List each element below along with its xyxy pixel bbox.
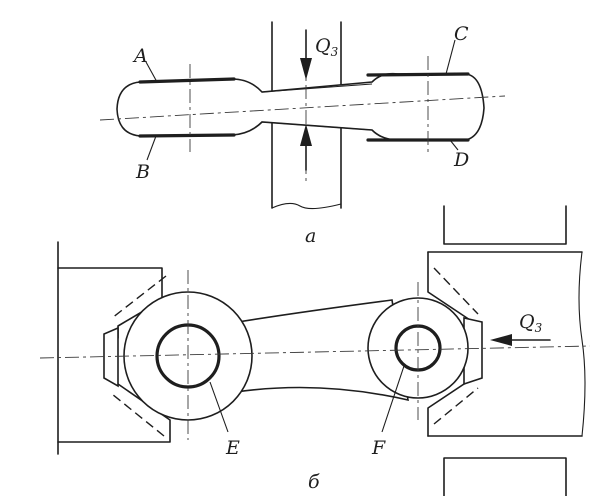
- point-label-c: C: [454, 23, 469, 45]
- link-arm: [235, 299, 409, 402]
- right-boss: [367, 297, 483, 399]
- leaders-b: [209, 365, 405, 433]
- force-arrows-a: [300, 29, 312, 171]
- force-arrow-b: [490, 334, 551, 346]
- force-label-b: Q3: [519, 311, 543, 335]
- right-grip-block: [427, 205, 586, 496]
- specimen-bar: [116, 72, 485, 142]
- center-lines-b: [39, 270, 591, 440]
- force-label-a: Q3: [315, 35, 339, 59]
- caption-b: б: [308, 471, 320, 493]
- caption-a: a: [305, 225, 316, 247]
- figure-b: Q3 E F б: [39, 205, 591, 496]
- figure-a: Q3 A B C D a: [99, 21, 506, 247]
- point-label-b: B: [135, 161, 150, 183]
- point-label-e: E: [225, 437, 240, 459]
- point-label-a: A: [132, 45, 148, 67]
- point-label-f: F: [371, 437, 386, 459]
- point-label-d: D: [453, 149, 469, 171]
- leaders-a: [145, 39, 459, 161]
